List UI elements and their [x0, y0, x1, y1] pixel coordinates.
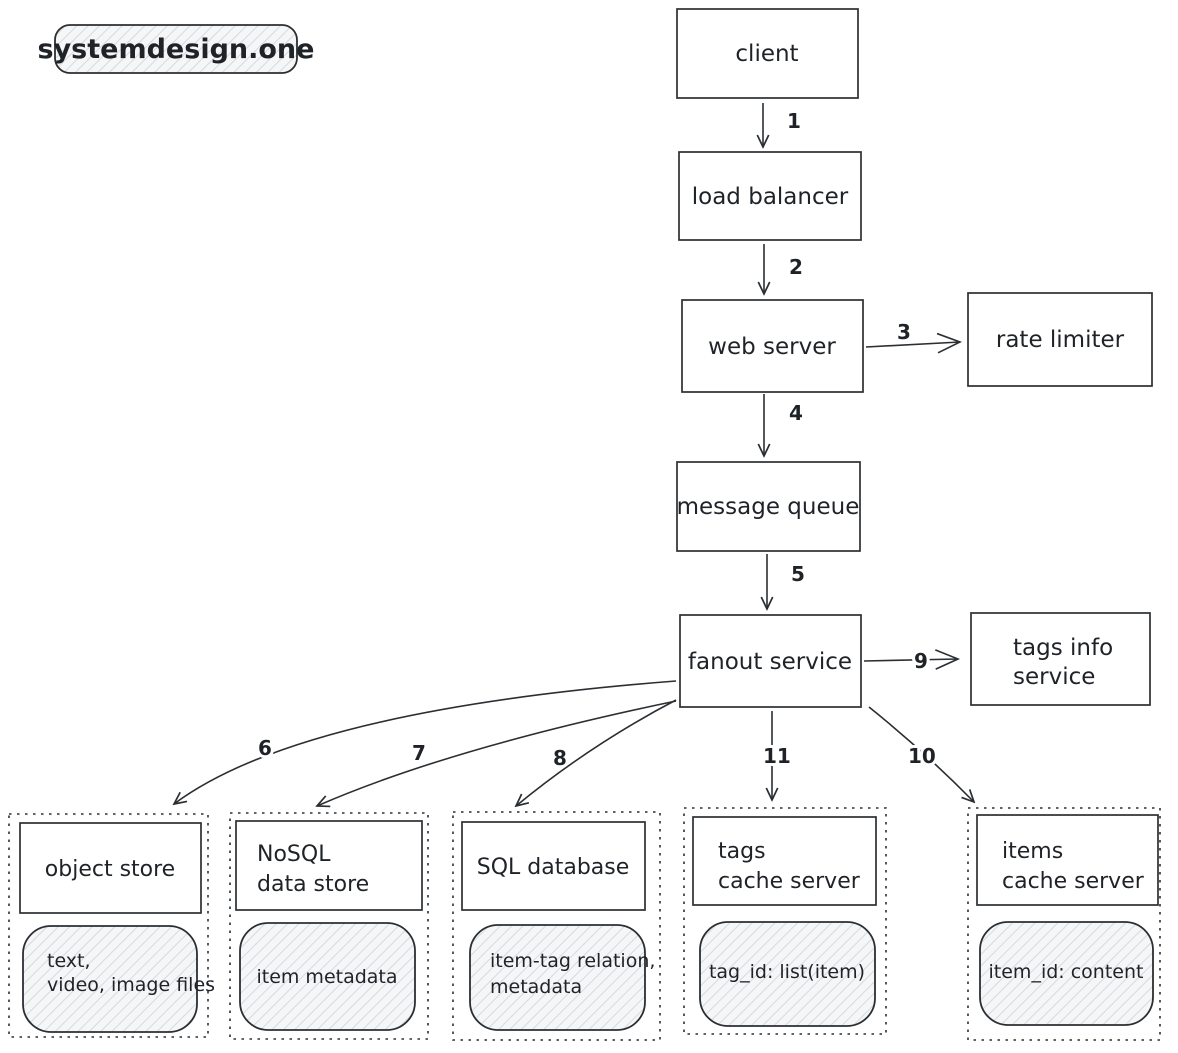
items-cache-data-box[interactable] — [979, 921, 1154, 1026]
items-cache-data-line1: item_id: content — [989, 961, 1144, 983]
node-rate-limiter: rate limiter — [967, 292, 1153, 387]
edge-1-label: 1 — [787, 109, 801, 133]
fanout-service-box[interactable] — [679, 614, 862, 708]
tags-cache-title-line1: tags — [718, 839, 766, 864]
load-balancer-label: load balancer — [692, 184, 849, 210]
tags-cache-title-line2: cache server — [718, 869, 861, 894]
sql-container[interactable] — [452, 811, 661, 1041]
nosql-title-line2: data store — [257, 872, 369, 897]
items-cache-container[interactable] — [967, 807, 1161, 1041]
tags-cache-data-box[interactable] — [699, 921, 876, 1027]
items-cache-box[interactable] — [976, 814, 1159, 906]
client-label: client — [735, 41, 798, 67]
node-client: client — [676, 8, 859, 99]
edge-7-label: 7 — [412, 741, 426, 765]
nosql-title-line1: NoSQL — [257, 842, 331, 867]
edge-7-arrow[interactable] — [317, 700, 677, 806]
store-object-store: object store text, video, image files — [8, 813, 215, 1038]
edge-8-arrow[interactable] — [516, 699, 677, 806]
object-store-data-line1: text, — [47, 950, 91, 972]
object-store-data-line2: video, image files — [47, 974, 215, 996]
edge-9-arrow[interactable] — [863, 649, 961, 670]
store-items-cache-server: items cache server item_id: content — [967, 807, 1161, 1041]
items-cache-title-line2: cache server — [1002, 869, 1145, 894]
tags-cache-container[interactable] — [683, 807, 887, 1035]
nosql-data-box[interactable] — [239, 922, 416, 1031]
sql-data-line2: metadata — [490, 976, 582, 998]
node-web-server: web server — [681, 299, 864, 393]
brand-badge[interactable] — [54, 24, 298, 74]
tags-info-service-label-line1: tags info — [1013, 635, 1113, 661]
node-load-balancer: load balancer — [678, 151, 862, 241]
message-queue-box[interactable] — [676, 461, 861, 552]
object-store-box[interactable] — [19, 822, 202, 914]
load-balancer-box[interactable] — [678, 151, 862, 241]
sql-data-box[interactable] — [469, 924, 646, 1031]
web-server-box[interactable] — [681, 299, 864, 393]
edge-3-label: 3 — [897, 320, 911, 344]
client-box[interactable] — [676, 8, 859, 99]
rate-limiter-box[interactable] — [967, 292, 1153, 387]
node-message-queue: message queue — [676, 461, 861, 552]
edge-5-label: 5 — [791, 562, 805, 586]
web-server-label: web server — [708, 334, 836, 360]
message-queue-label: message queue — [677, 494, 860, 520]
node-tags-info-service: tags info service — [970, 612, 1151, 706]
brand-label: systemdesign.one — [38, 34, 315, 65]
edge-9-label: 9 — [914, 649, 928, 673]
edge-6-label: 6 — [258, 736, 272, 760]
nosql-data-line1: item metadata — [256, 966, 397, 988]
sql-data-line1: item-tag relation, — [490, 950, 655, 972]
tags-info-service-label-line2: service — [1013, 664, 1095, 690]
edge-6-arrow[interactable] — [174, 680, 677, 804]
edge-3-arrow[interactable] — [865, 332, 963, 354]
store-sql-database: SQL database item-tag relation, metadata — [452, 811, 661, 1041]
nosql-box[interactable] — [235, 820, 423, 911]
items-cache-title-line1: items — [1002, 839, 1063, 864]
edge-10-arrow[interactable] — [868, 706, 974, 802]
object-store-title: object store — [45, 857, 175, 882]
brand-badge-group: systemdesign.one — [38, 24, 315, 74]
tags-cache-data-line1: tag_id: list(item) — [709, 961, 865, 983]
edge-10-label: 10 — [908, 744, 936, 768]
sql-title: SQL database — [477, 855, 630, 880]
sql-box[interactable] — [461, 821, 646, 911]
fanout-service-label: fanout service — [688, 649, 852, 675]
tags-info-service-box[interactable] — [970, 612, 1151, 706]
node-fanout-service: fanout service — [679, 614, 862, 708]
tags-cache-box[interactable] — [692, 816, 877, 906]
edge-2-label: 2 — [789, 255, 803, 279]
edge-4-label: 4 — [789, 401, 803, 425]
object-store-data-box[interactable] — [22, 925, 198, 1033]
object-store-container[interactable] — [8, 813, 209, 1038]
edge-11-label: 11 — [763, 744, 791, 768]
rate-limiter-label: rate limiter — [996, 327, 1125, 353]
store-nosql-data-store: NoSQL data store item metadata — [229, 812, 429, 1040]
edge-8-label: 8 — [553, 746, 567, 770]
store-tags-cache-server: tags cache server tag_id: list(item) — [683, 807, 887, 1035]
